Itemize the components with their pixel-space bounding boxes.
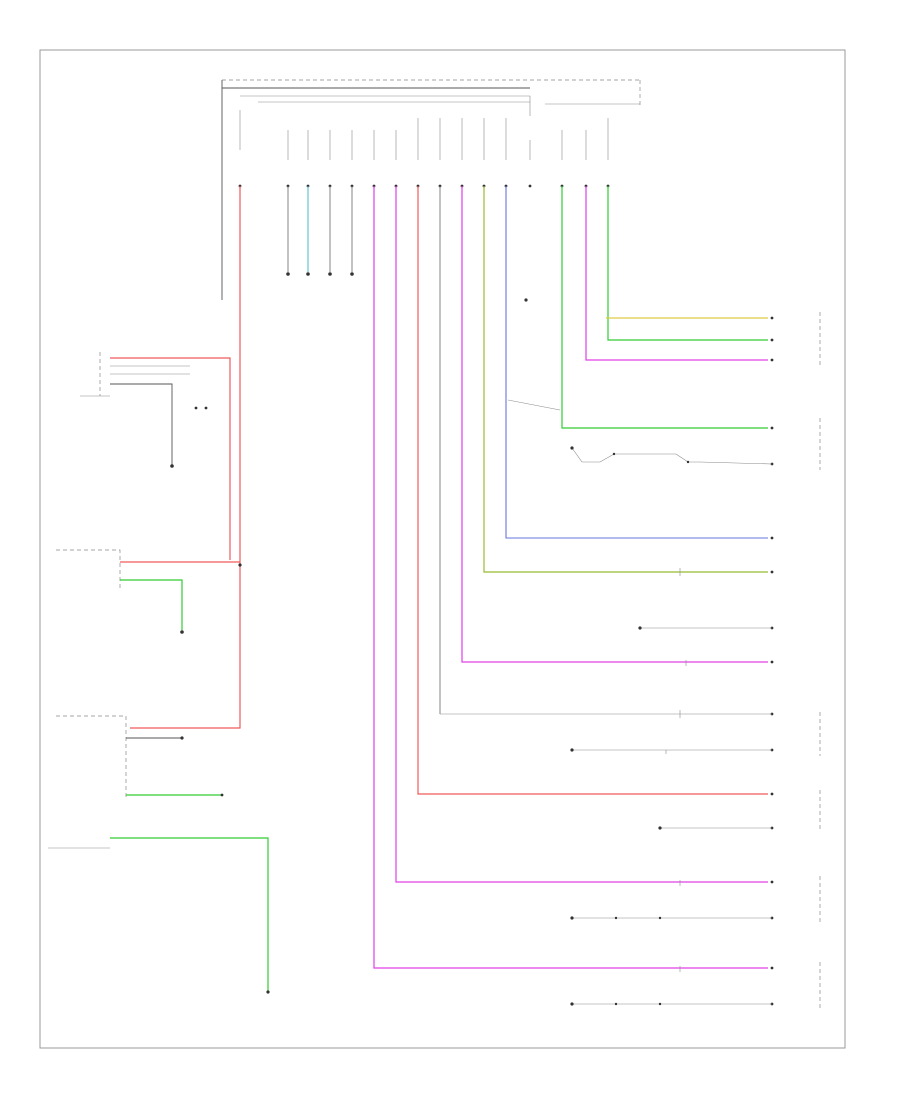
- module-pin-labels: [239, 110, 609, 160]
- red-right-wire: [417, 186, 768, 795]
- right-side-wires: [439, 186, 768, 714]
- left-switch-connector: [56, 549, 184, 634]
- inline-connectors: [665, 568, 687, 972]
- lower-left-switch: [48, 715, 270, 994]
- top-module-connector: [221, 79, 641, 300]
- magenta-wires: [373, 186, 768, 969]
- ground-branches: [440, 298, 773, 1006]
- right-connectors: [770, 312, 821, 1010]
- diagram-frame: [39, 49, 846, 1049]
- headlamp-switch-connector: [80, 352, 208, 468]
- module-terminals: [238, 184, 610, 188]
- red-power-wire: [110, 186, 242, 729]
- ground-stubs-group: [286, 186, 354, 276]
